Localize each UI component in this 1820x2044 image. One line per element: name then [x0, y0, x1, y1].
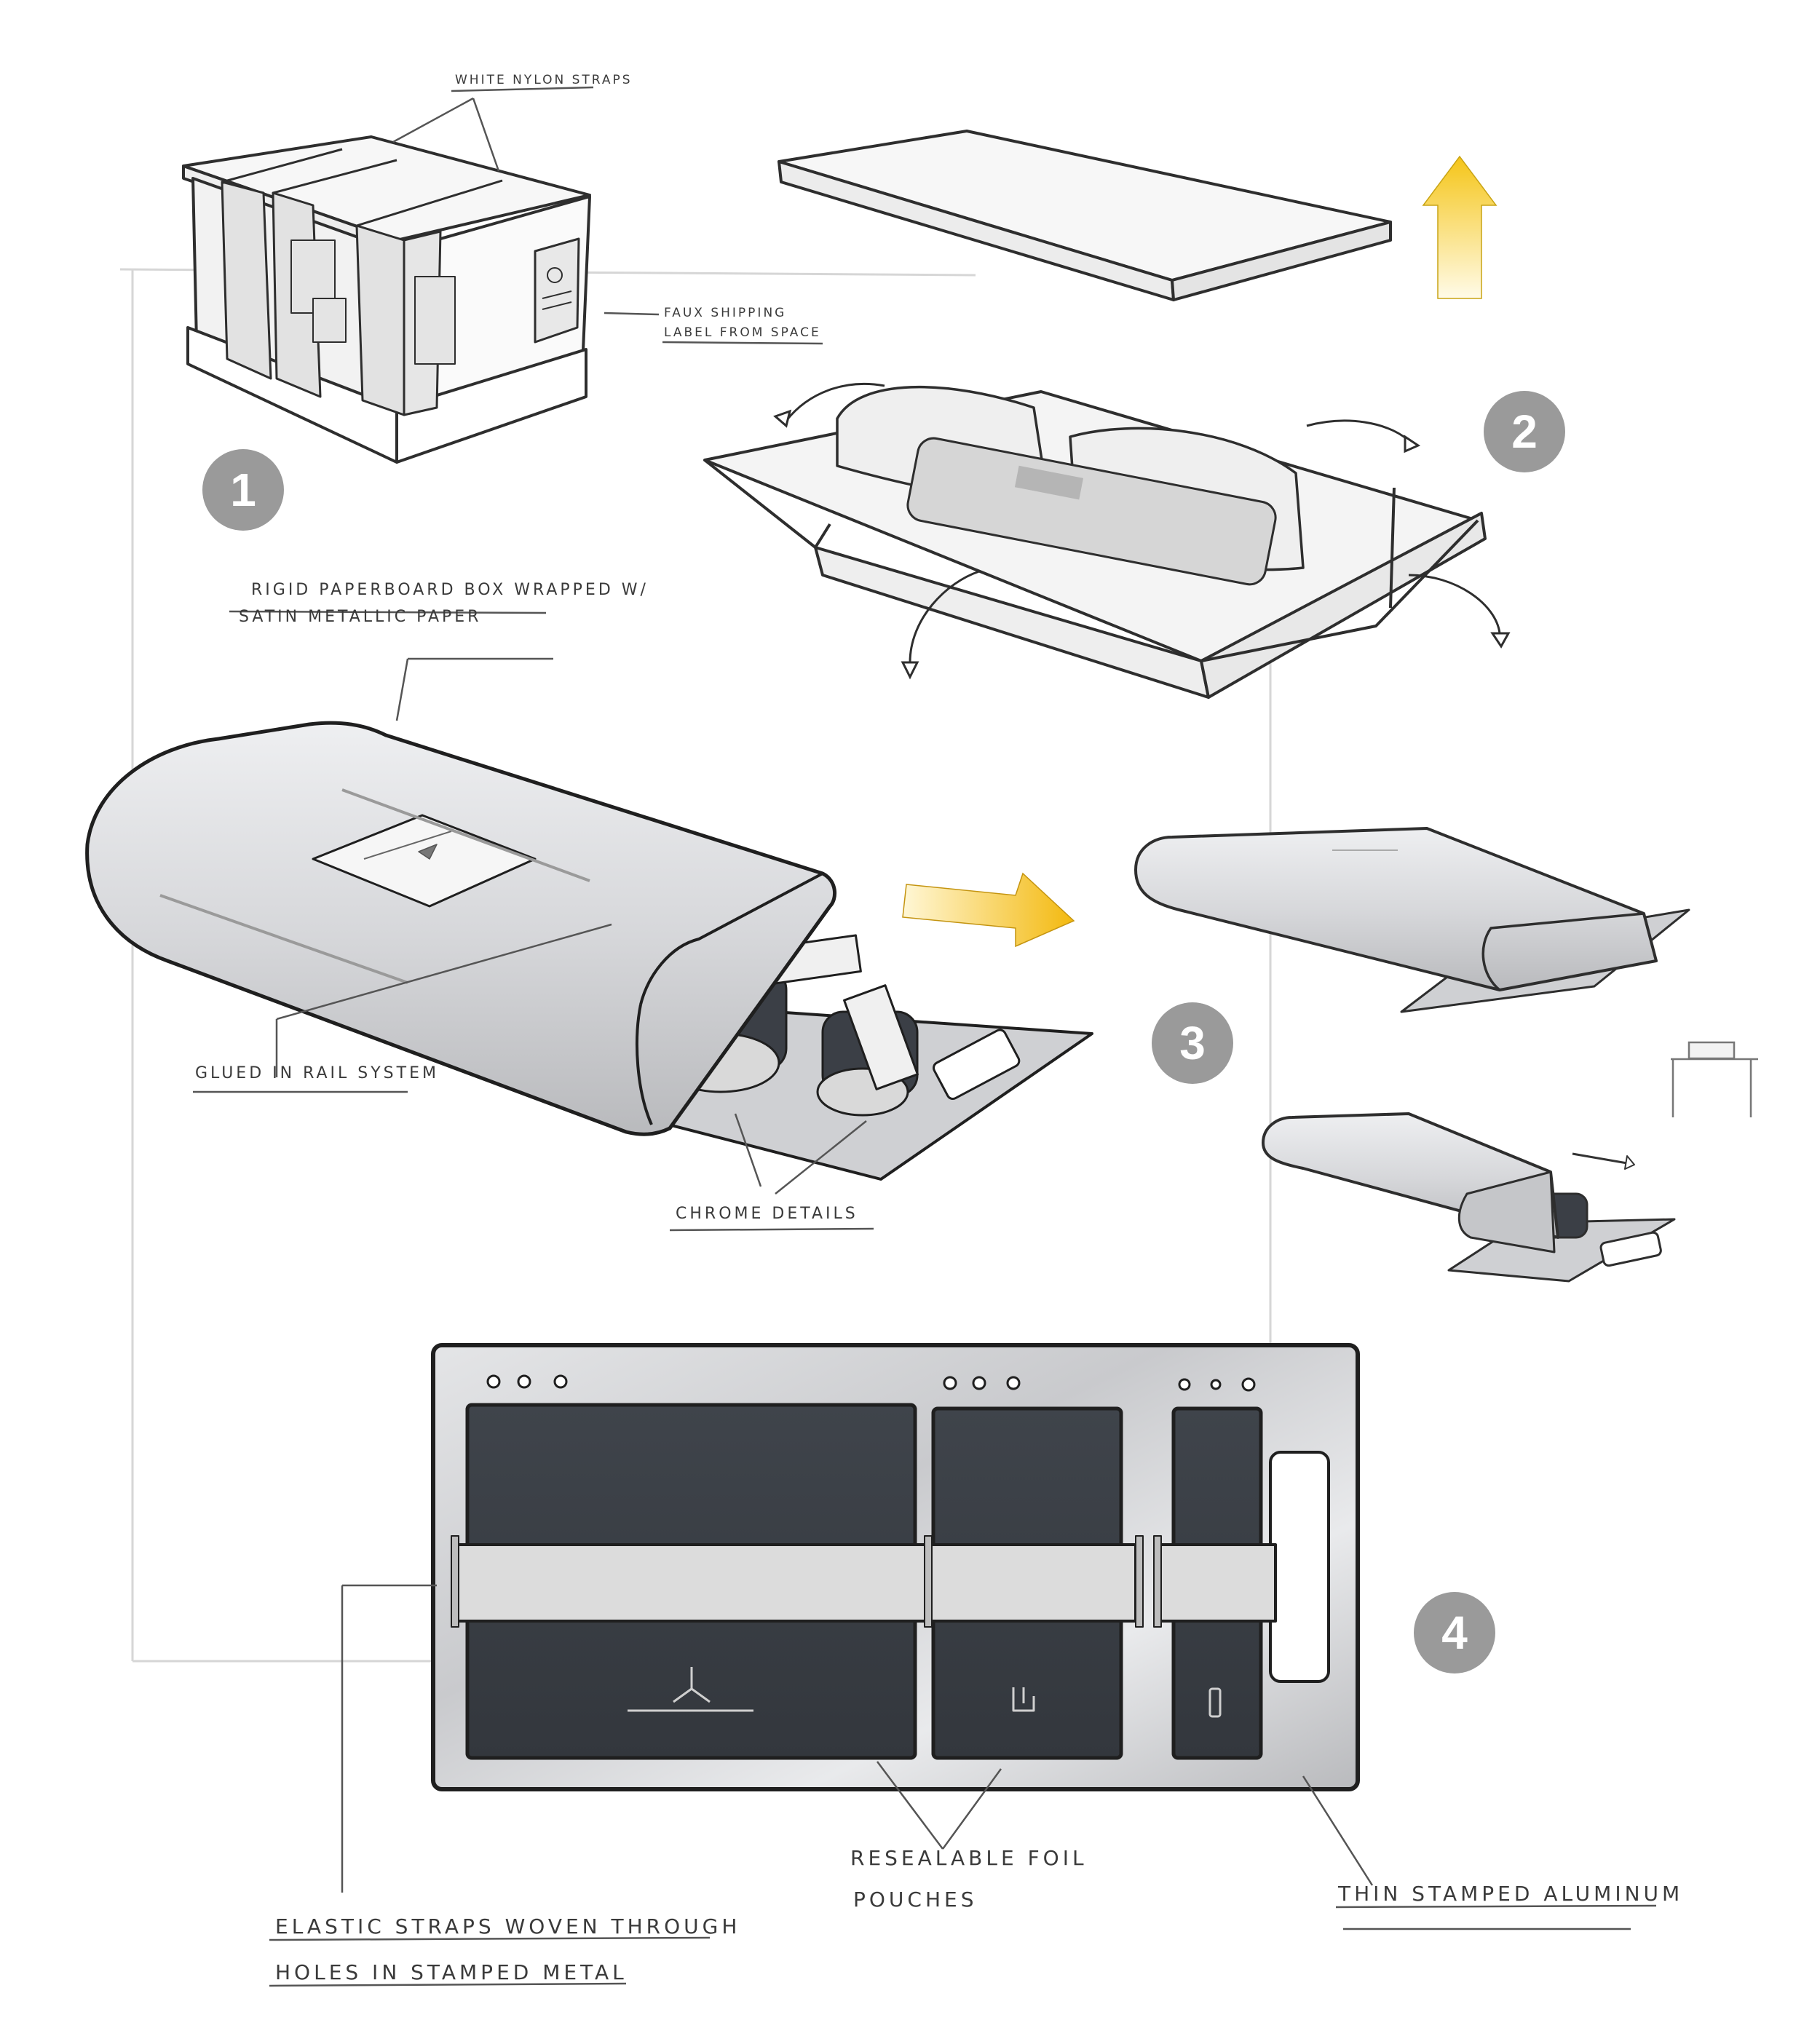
opened-box-sketch [703, 385, 1487, 699]
step-badge-2: 2 [1484, 391, 1565, 472]
partially-open-sleeve-sketch [1262, 1112, 1676, 1283]
label-paperboard-line1: Rigid paperboard box wrapped w/ [251, 581, 649, 599]
tray-holes [486, 1374, 1256, 1392]
arrow-right-icon [902, 872, 1075, 948]
label-rail-system: Glued in rail system [195, 1064, 439, 1082]
leader-lines-step1 [229, 86, 823, 721]
step-badge-4: 4 [1414, 1592, 1495, 1673]
step-badge-3: 3 [1152, 1002, 1233, 1084]
label-aluminum: Thin stamped aluminum [1338, 1882, 1684, 1906]
sleeve-with-tray-sketch [85, 721, 1093, 1181]
label-foil-line1: Resealable foil [850, 1846, 1088, 1870]
tray-top-view [431, 1343, 1360, 1791]
label-shipping-label-line2: label from space [664, 325, 821, 340]
leader-lines-step3 [193, 923, 874, 1232]
strapped-box-sketch [182, 135, 591, 464]
closed-sleeve-sketch [1134, 827, 1690, 1013]
elastic-strap [454, 1543, 937, 1623]
unfold-arrows [773, 382, 1511, 680]
label-paperboard-line2: satin metallic paper [239, 608, 482, 626]
label-foil-line2: pouches [853, 1887, 978, 1912]
label-chrome-details: Chrome details [676, 1205, 858, 1223]
profile-view-sketch [1671, 1041, 1758, 1117]
step-badge-1: 1 [202, 449, 284, 531]
label-shipping-label-line1: Faux shipping [664, 306, 787, 320]
lid-sketch [778, 130, 1392, 301]
label-elastic-line1: Elastic straps woven through [275, 1914, 741, 1938]
pouch-emblem-icon [628, 1667, 1222, 1718]
arrow-up-icon [1422, 155, 1497, 299]
label-nylon-straps: White nylon straps [455, 73, 633, 87]
leader-lines-step4 [269, 1584, 1657, 1987]
label-elastic-line2: holes in stamped metal [275, 1960, 628, 1984]
